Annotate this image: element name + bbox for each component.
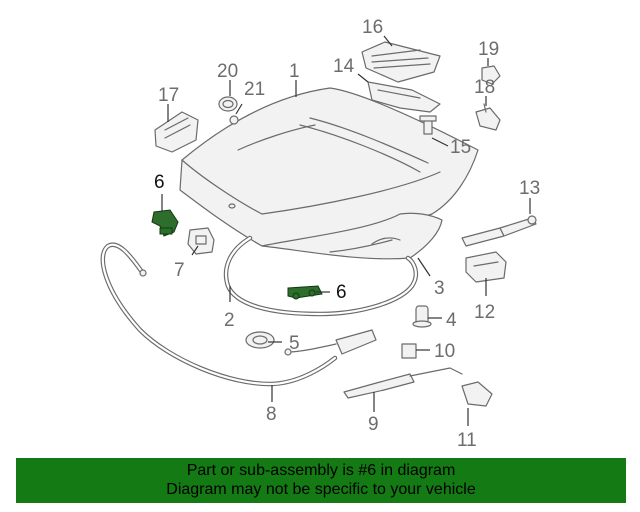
callout-5: 5 [289,333,300,354]
hood-seal[interactable] [223,235,419,317]
callout-8: 8 [266,404,277,425]
part-20-emblem[interactable] [218,96,238,112]
callout-labels: 1 2 3 4 5 6 6 7 8 9 10 11 12 13 14 15 16… [154,17,540,451]
callout-6-lower: 6 [336,282,347,303]
callout-9: 9 [368,414,379,435]
callout-17: 17 [158,85,179,106]
part-19-hinge[interactable] [481,65,501,85]
hood-insulation[interactable] [261,212,443,260]
callout-16: 16 [362,17,383,38]
part-21-clip[interactable] [229,115,239,125]
part-7-latch[interactable] [187,227,215,255]
hood-panel[interactable] [179,87,479,247]
callout-14: 14 [333,56,355,77]
part-14-bracket[interactable] [367,81,441,113]
part-4-bumper[interactable] [412,305,432,328]
release-handle[interactable] [284,329,377,356]
part-9-prop-rod[interactable] [343,367,463,399]
part-10-clip[interactable] [401,343,417,359]
hood-parts-diagram: 1 2 3 4 5 6 6 7 8 9 10 11 12 13 14 15 16… [100,17,540,451]
callout-7: 7 [174,260,185,281]
highlighted-part-6-lower[interactable] [287,285,323,300]
callout-13: 13 [519,178,540,199]
callout-3: 3 [434,278,445,299]
callout-10: 10 [434,341,455,362]
callout-4: 4 [446,310,457,331]
callout-15: 15 [450,137,471,158]
callout-21: 21 [244,79,265,100]
part-11-hinge[interactable] [461,381,493,407]
part-17-bracket[interactable] [154,111,199,153]
highlighted-part-6-upper[interactable] [151,209,179,237]
callout-6-upper: 6 [154,172,165,193]
part-13-strut[interactable] [461,215,537,247]
banner-line-1: Part or sub-assembly is #6 in diagram [186,462,456,479]
callout-11: 11 [457,430,477,451]
callout-20: 20 [217,61,238,82]
part-15-bolt[interactable] [419,115,437,135]
part-5-handle[interactable] [245,331,275,349]
callout-19: 19 [478,39,499,60]
part-16-grille[interactable] [361,41,441,83]
info-banner: Part or sub-assembly is #6 in diagram Di… [16,458,626,503]
callout-12: 12 [474,302,495,323]
banner-line-2: Diagram may not be specific to your vehi… [166,481,476,498]
callout-18: 18 [474,77,495,98]
callout-1: 1 [289,61,300,82]
leader-lines [161,35,531,426]
part-12-hinge[interactable] [465,251,507,283]
release-cable[interactable] [100,242,338,387]
part-18-hinge[interactable] [475,103,501,131]
callout-2: 2 [224,310,235,331]
